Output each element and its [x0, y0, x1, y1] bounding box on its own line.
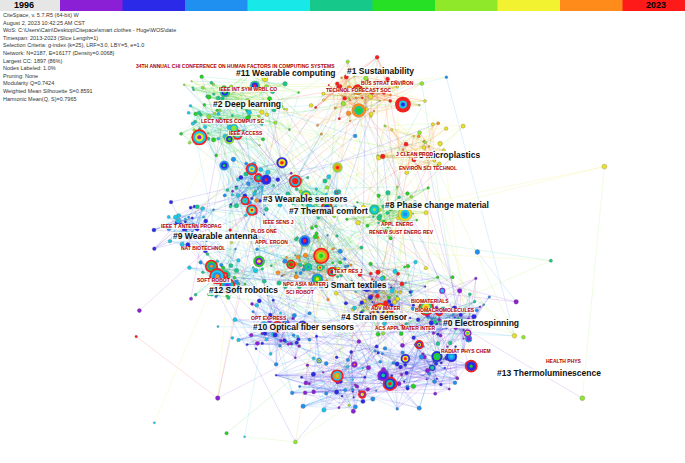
canvas: 19962023CiteSpace, v. 5.7.R5 (64-bit) WA… [0, 0, 685, 463]
